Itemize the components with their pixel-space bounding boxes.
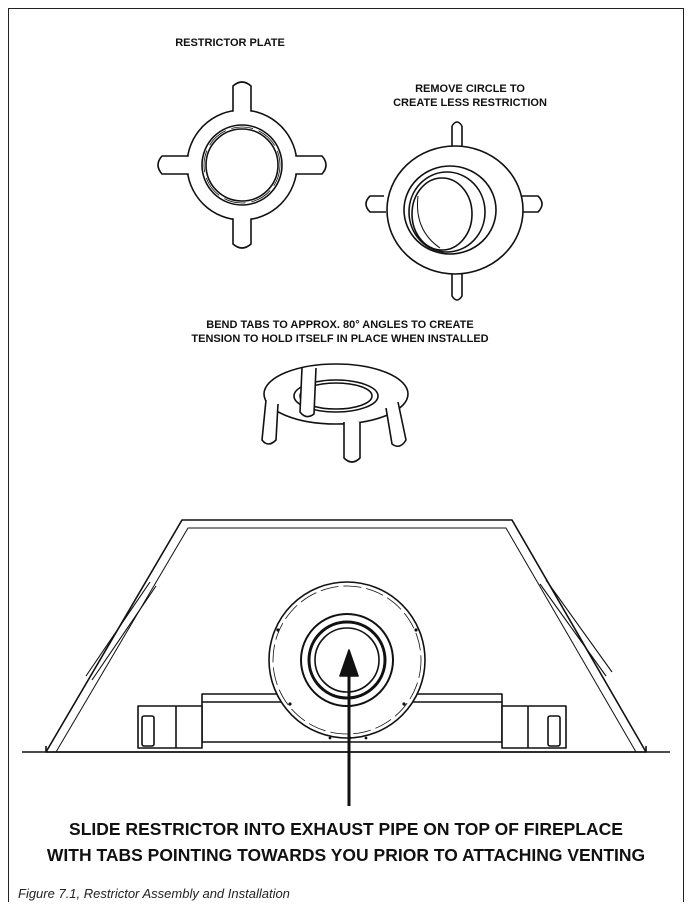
label-remove-circle: REMOVE CIRCLE TO CREATE LESS RESTRICTION [393,83,547,109]
figure-caption: Figure 7.1, Restrictor Assembly and Inst… [18,886,290,901]
label-restrictor-plate: RESTRICTOR PLATE [175,37,285,49]
figure-frame [8,8,684,902]
fireplace-top [22,519,670,753]
insertion-arrow [339,649,359,806]
label-bend-tabs: BEND TABS TO APPROX. 80° ANGLES TO CREAT… [191,319,489,345]
restrictor-bent [261,363,409,463]
restrictor-plate-flat [157,81,327,249]
restrictor-plate-angled [365,121,543,301]
installation-instruction: SLIDE RESTRICTOR INTO EXHAUST PIPE ON TO… [46,819,646,865]
